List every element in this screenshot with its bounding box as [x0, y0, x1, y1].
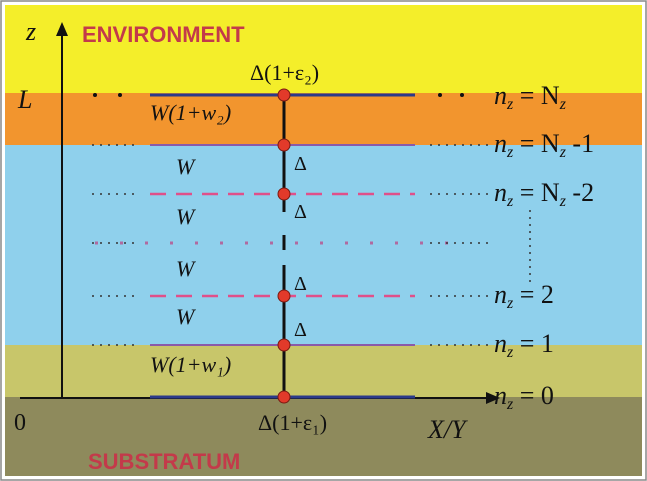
bottom-layer-band [5, 345, 642, 397]
plane-label-nz-minus1: nz = Nz -1 [494, 129, 594, 161]
hopping-bulk-label-1: W [176, 154, 196, 179]
node-1 [277, 338, 291, 352]
node-2 [277, 289, 291, 303]
xy-axis-arrow [486, 392, 500, 404]
substratum-label: SUBSTRATUM [88, 449, 240, 474]
plane-label-nz-minus2: nz = Nz -2 [494, 178, 594, 210]
node-top [277, 88, 291, 102]
zero-label: 0 [14, 410, 26, 436]
node-nz-minus1 [277, 138, 291, 152]
side-dots [93, 93, 464, 97]
environment-band [5, 5, 642, 93]
substratum-band [5, 397, 642, 476]
xy-axis-label: X/Y [427, 415, 468, 444]
L-label: L [17, 85, 32, 114]
hopping-bottom-label: W(1+w₁) [150, 352, 231, 377]
node-nz-minus2 [277, 187, 291, 201]
top-layer-band [5, 93, 642, 145]
bulk-band [5, 145, 642, 345]
plane-label-2: nz = 2 [494, 280, 554, 312]
z-axis-label: z [25, 17, 36, 46]
plane-label-1: nz = 1 [494, 329, 554, 361]
z-axis-arrow [56, 22, 68, 36]
hopping-top-label: W(1+w₂) [150, 100, 231, 125]
onsite-bulk-label-2: Δ [294, 201, 307, 223]
onsite-bulk-label-1: Δ [294, 153, 307, 175]
environment-label: ENVIRONMENT [82, 22, 245, 47]
plane-label-nz-top: nz = Nz [494, 81, 567, 113]
plane-label-0: nz = 0 [494, 381, 554, 413]
node-0 [277, 390, 291, 404]
onsite-bulk-label-4: Δ [294, 319, 307, 341]
onsite-top-label: Δ(1+ε₂) [250, 60, 319, 85]
hopping-bulk-label-2: W [176, 204, 196, 229]
hopping-bulk-label-3: W [176, 256, 196, 281]
onsite-bottom-label: Δ(1+ε₁) [258, 410, 327, 435]
hopping-bulk-label-4: W [176, 304, 196, 329]
onsite-bulk-label-3: Δ [294, 273, 307, 295]
